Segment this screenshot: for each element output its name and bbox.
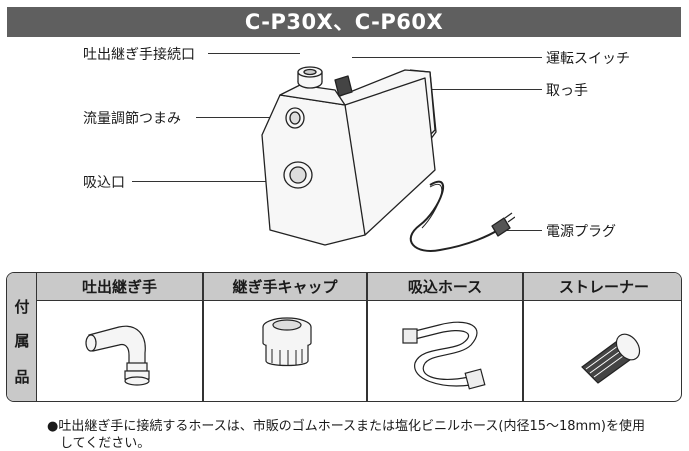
strainer-icon (581, 333, 641, 384)
leader-outlet-port (208, 53, 300, 54)
leader-inlet (132, 181, 282, 182)
column-divider (202, 273, 204, 401)
accessory-header-strainer: ストレーナー (524, 273, 681, 301)
fitting-cap-icon (262, 317, 312, 367)
accessories-side-label: 付 属 品 (7, 273, 37, 401)
accessories-table: 付 属 品 吐出継ぎ手 継ぎ手キャップ 吸込ホース ストレーナー (6, 272, 682, 402)
callout-outlet-port: 吐出継ぎ手接続口 (83, 47, 195, 63)
callout-run-switch: 運転スイッチ (546, 51, 630, 67)
pump-illustration (261, 66, 515, 252)
page-title: C-P30X、C-P60X (7, 7, 681, 37)
suction-hose-icon (402, 321, 486, 390)
callout-flow-knob: 流量調節つまみ (83, 111, 181, 127)
column-divider (522, 273, 524, 401)
side-char-1: 付 (14, 298, 30, 316)
accessory-header-fitting-cap: 継ぎ手キャップ (204, 273, 366, 301)
side-char-2: 属 (14, 332, 30, 350)
side-char-3: 品 (14, 368, 30, 386)
leader-power-plug (505, 230, 542, 231)
accessory-header-outlet-fitting: 吐出継ぎ手 (37, 273, 202, 301)
leader-run-switch (352, 57, 542, 58)
outlet-fitting-icon (85, 325, 150, 386)
leader-flow-knob (196, 117, 286, 118)
callout-power-plug: 電源プラグ (546, 224, 616, 240)
callout-inlet: 吸込口 (83, 175, 125, 191)
callout-handle: 取っ手 (546, 83, 588, 99)
usage-note: ●吐出継ぎ手に接続するホースは、市販のゴムホースまたは塩化ビニルホース(内径15… (47, 419, 645, 434)
accessory-header-suction-hose: 吸込ホース (368, 273, 522, 301)
column-divider (366, 273, 368, 401)
leader-handle (380, 89, 542, 90)
